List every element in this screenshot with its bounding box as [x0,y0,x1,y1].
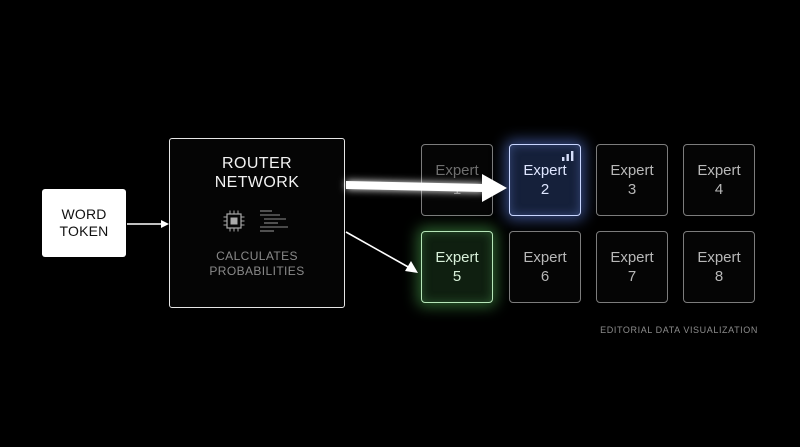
chip-icon [223,210,245,232]
arrow-router-to-expert-5 [345,231,418,273]
expert-box-5: Expert 5 [421,231,493,303]
word-token-line1: WORD [61,206,107,222]
expert-label: Expert [697,249,741,266]
code-icon [260,210,288,232]
expert-box-7: Expert 7 [596,231,668,303]
router-title-line1: ROUTER [222,155,292,172]
expert-box-8: Expert 8 [683,231,755,303]
expert-box-2: Expert 2 [509,144,581,216]
expert-label: Expert [435,249,479,266]
router-network-box: ROUTER NETWORK CALCULATES [169,138,345,308]
caption-text: EDITORIAL DATA VISUALIZATION [600,325,758,335]
word-token-box: WORD TOKEN [42,189,126,257]
expert-label: Expert [610,162,654,179]
expert-number: 7 [627,268,637,285]
expert-label: Expert [523,249,567,266]
expert-number: 4 [714,181,724,198]
expert-number: 3 [627,181,637,198]
expert-box-1: Expert 1 [421,144,493,216]
expert-label: Expert [697,162,741,179]
expert-label: Expert [610,249,654,266]
expert-box-6: Expert 6 [509,231,581,303]
expert-number: 2 [540,181,550,198]
router-title-line2: NETWORK [214,174,300,191]
router-subtitle-line1: CALCULATES [216,249,298,263]
expert-number: 6 [540,268,550,285]
expert-number: 5 [452,268,462,285]
bar-chart-icon [562,151,574,161]
arrow-token-to-router [127,220,169,228]
router-subtitle-line2: PROBABILITIES [209,264,305,278]
expert-label: Expert [523,162,567,179]
router-title: ROUTER NETWORK [170,154,344,192]
expert-number: 8 [714,268,724,285]
expert-number: 1 [452,181,462,198]
expert-box-4: Expert 4 [683,144,755,216]
word-token-line2: TOKEN [59,223,109,239]
router-subtitle: CALCULATES PROBABILITIES [170,249,344,279]
expert-label: Expert [435,162,479,179]
expert-box-3: Expert 3 [596,144,668,216]
